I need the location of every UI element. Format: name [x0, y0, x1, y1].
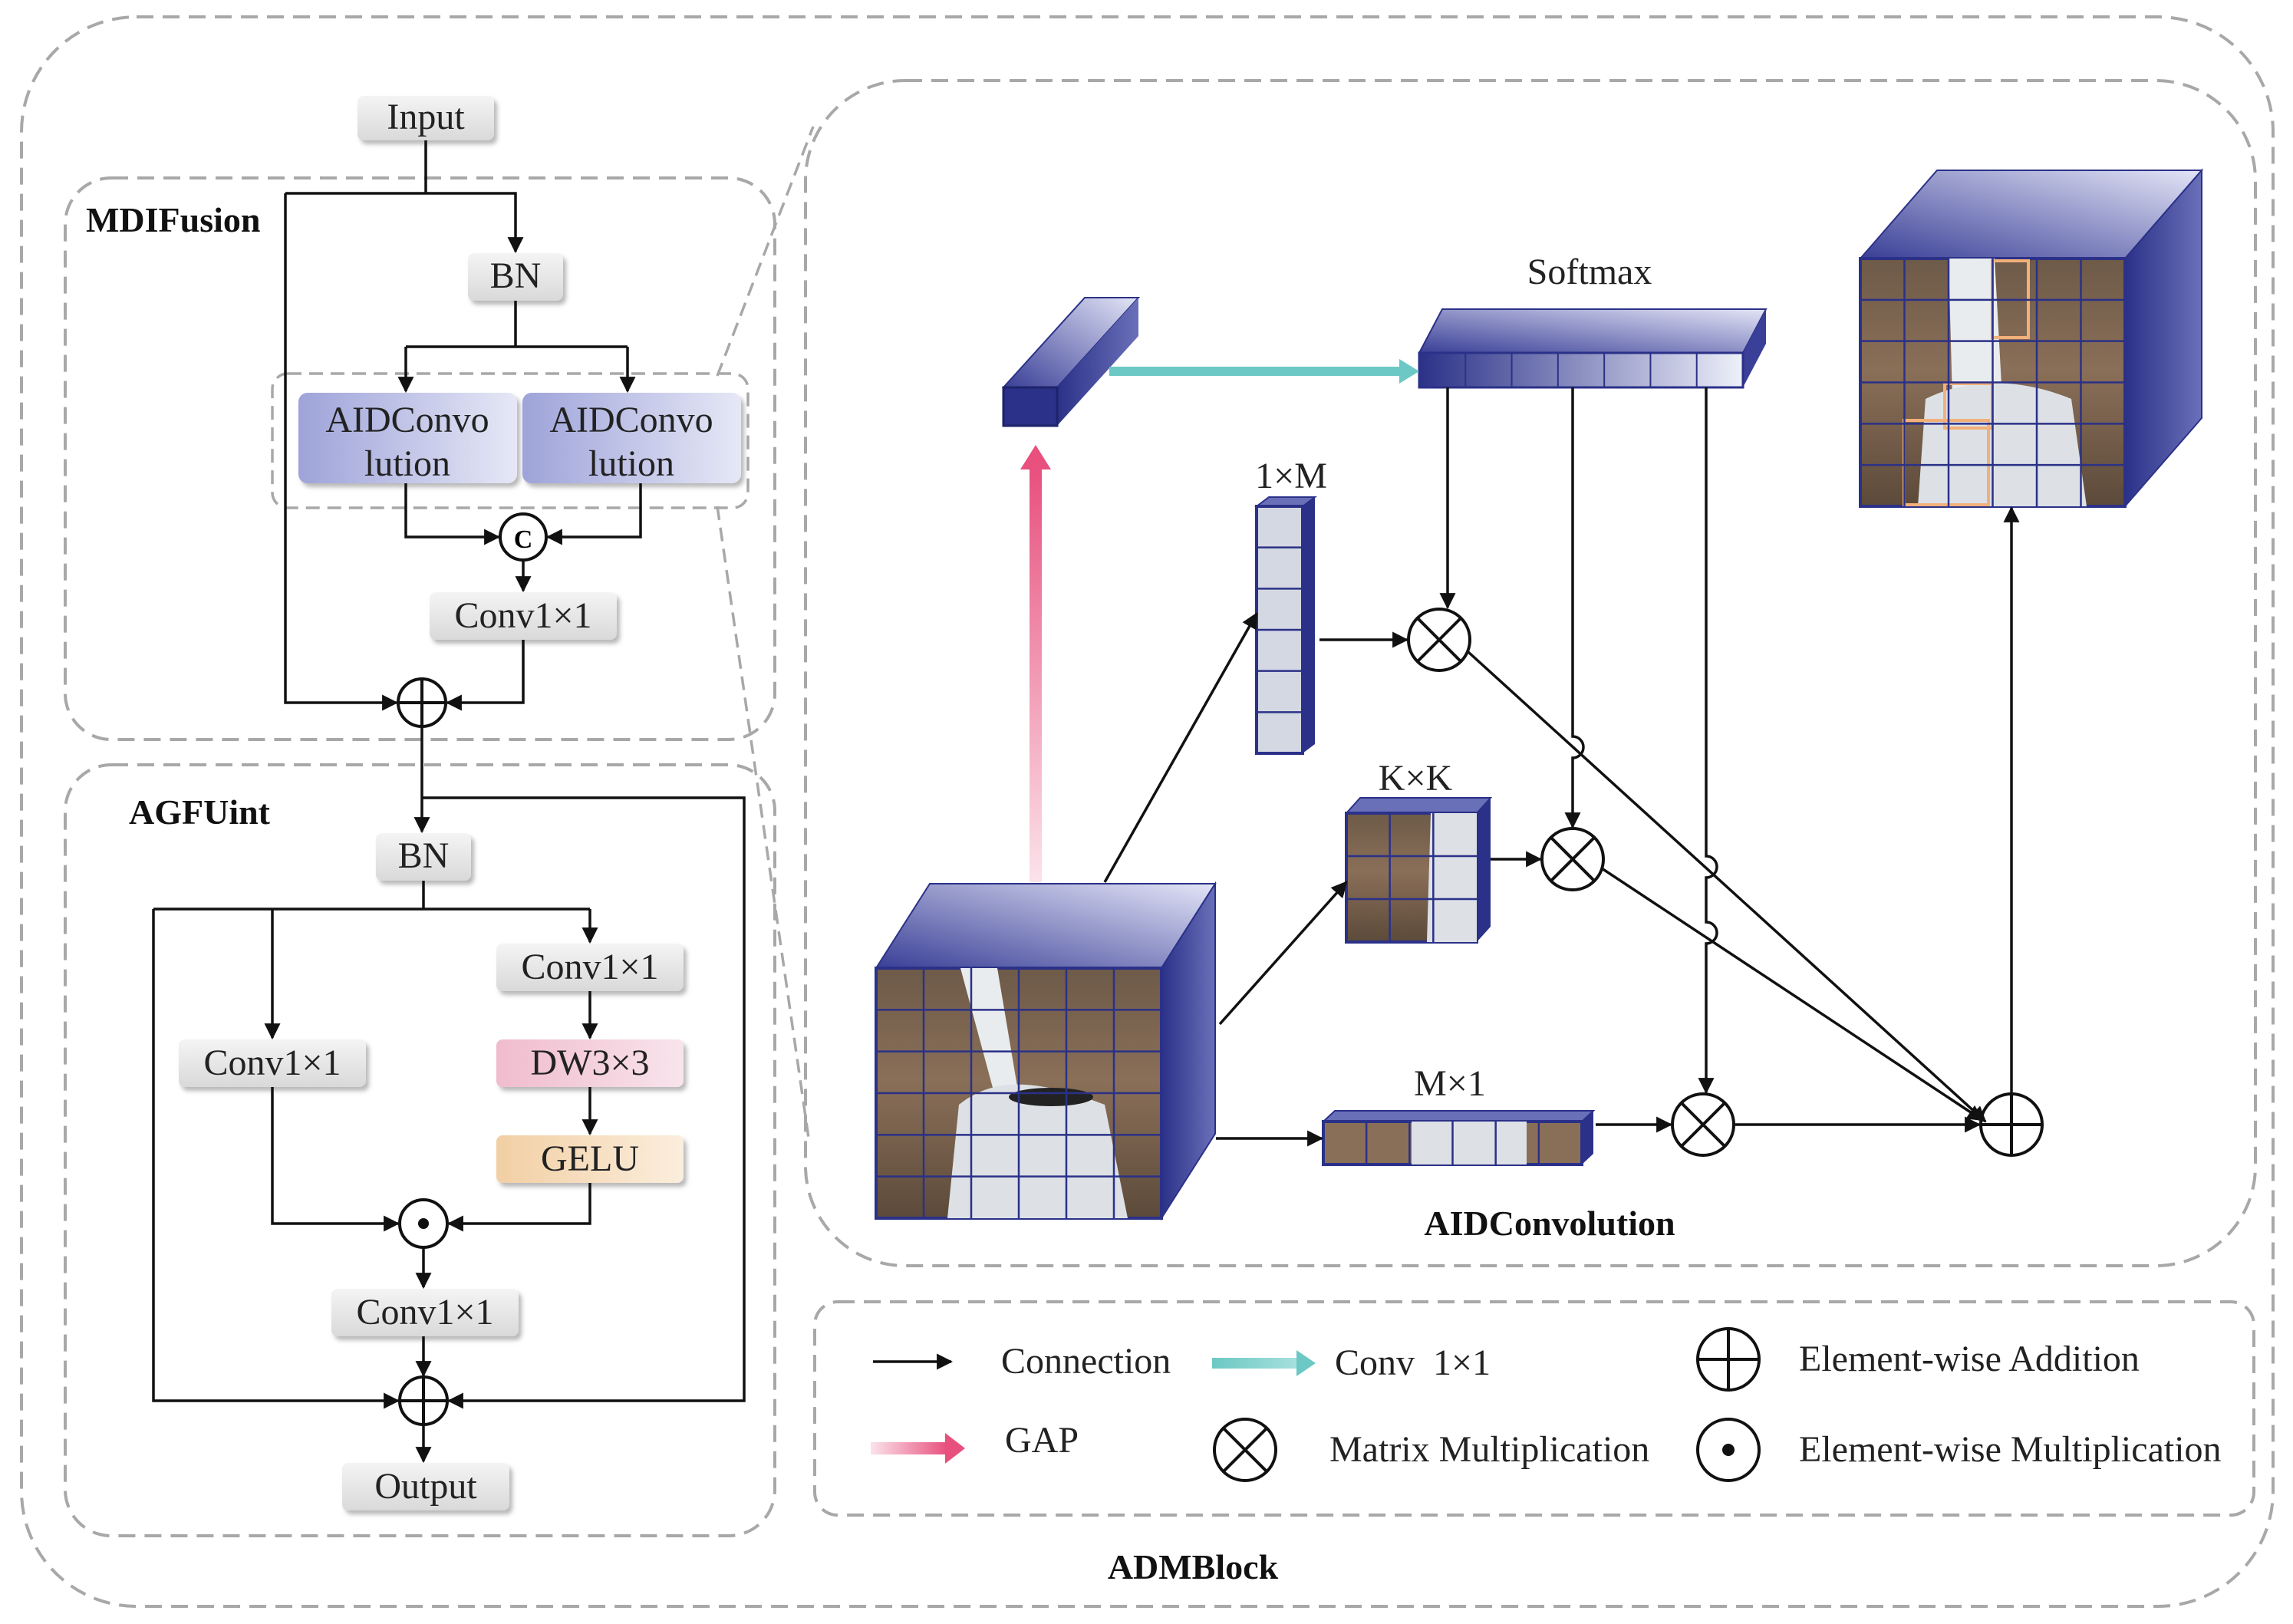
kernel-mx1 [1321, 1110, 1596, 1166]
agf-connectors [152, 726, 746, 1464]
legend-matmul-icon [1213, 1418, 1277, 1482]
kernel-kxk-label: K×K [1379, 758, 1453, 799]
kernel-mx1-label: M×1 [1414, 1063, 1486, 1104]
legend-mul-icon [1696, 1418, 1761, 1482]
aid-pair-frame [271, 372, 750, 509]
mdi-add-icon [397, 677, 447, 728]
gap-arrow [1020, 445, 1051, 882]
matmul-icon-1 [1407, 608, 1471, 672]
legend-frame [813, 1300, 2255, 1517]
output-node [342, 1463, 509, 1510]
agf-dw-node [496, 1039, 684, 1087]
agf-bn-node [376, 833, 471, 881]
output-label: Output [374, 1466, 477, 1507]
kernel-kxk [1344, 797, 1493, 944]
conv-arrow [1109, 359, 1419, 384]
agf-gelu-label: GELU [541, 1138, 639, 1179]
mdifusion-title: MDIFusion [86, 200, 260, 239]
agf-add-icon [398, 1375, 449, 1426]
mdifusion-frame [64, 176, 776, 741]
aid-right-line2: lution [588, 443, 674, 484]
softmax-label: Softmax [1527, 252, 1652, 292]
aid-add-icon [1979, 1092, 2044, 1157]
aid-right-node [522, 393, 741, 483]
input-node [357, 96, 494, 140]
legend-add-icon [1696, 1327, 1761, 1392]
gap-vector [1001, 297, 1141, 427]
matmul-icon-3 [1671, 1092, 1735, 1157]
mdi-bn-label: BN [490, 255, 542, 296]
legend-conv-label: Conv 1×1 [1335, 1342, 1491, 1383]
agfunit-frame [64, 763, 776, 1537]
aid-left-node [298, 393, 517, 483]
agfunit-title: AGFUint [129, 792, 271, 832]
legend-gap-icon [871, 1433, 965, 1464]
input-feature-cube [875, 881, 1217, 1221]
agf-bn-label: BN [398, 835, 450, 876]
legend-gap-label: GAP [1005, 1420, 1079, 1461]
agf-conv-top-label: Conv1×1 [521, 947, 658, 987]
legend-matmul-label: Matrix Multiplication [1329, 1429, 1649, 1470]
aid-connectors [1103, 387, 2020, 1147]
aid-left-line1: AIDConvo [325, 400, 489, 440]
legend-add-label: Element-wise Addition [1799, 1339, 2140, 1379]
aid-right-line1: AIDConvo [549, 400, 713, 440]
legend-conv-icon [1212, 1350, 1316, 1376]
admblock-title: ADMBlock [1108, 1547, 1279, 1586]
mdi-conv-label: Conv1×1 [454, 595, 591, 636]
aid-panel-frame [804, 79, 2257, 1267]
zoom-lines [716, 126, 815, 1144]
agf-conv-left-label: Conv1×1 [203, 1043, 341, 1083]
aid-panel-title: AIDConvolution [1424, 1204, 1675, 1243]
agf-conv-bottom-label: Conv1×1 [356, 1292, 493, 1332]
agf-conv-top-node [496, 944, 684, 991]
agf-gelu-node [496, 1135, 684, 1183]
legend-connection-label: Connection [1001, 1341, 1171, 1382]
input-label: Input [387, 97, 465, 137]
agf-conv-bottom-node [331, 1289, 519, 1336]
softmax-vector [1418, 308, 1768, 389]
mdi-conv-node [430, 592, 617, 640]
kernel-1xm-label: 1×M [1255, 456, 1327, 496]
kernel-1xm [1254, 496, 1317, 755]
admblock-frame [20, 15, 2275, 1608]
agf-conv-left-node [179, 1039, 366, 1087]
concat-symbol: C [514, 525, 533, 554]
agf-dw-label: DW3×3 [530, 1043, 649, 1083]
aid-left-line2: lution [364, 443, 450, 484]
mdi-bn-node [468, 253, 563, 301]
matmul-icon-2 [1540, 827, 1605, 891]
mdi-connectors [284, 140, 642, 711]
agf-mul-icon [398, 1198, 449, 1249]
legend-mul-label: Element-wise Multiplication [1799, 1429, 2222, 1470]
output-feature-cube [1858, 168, 2204, 509]
